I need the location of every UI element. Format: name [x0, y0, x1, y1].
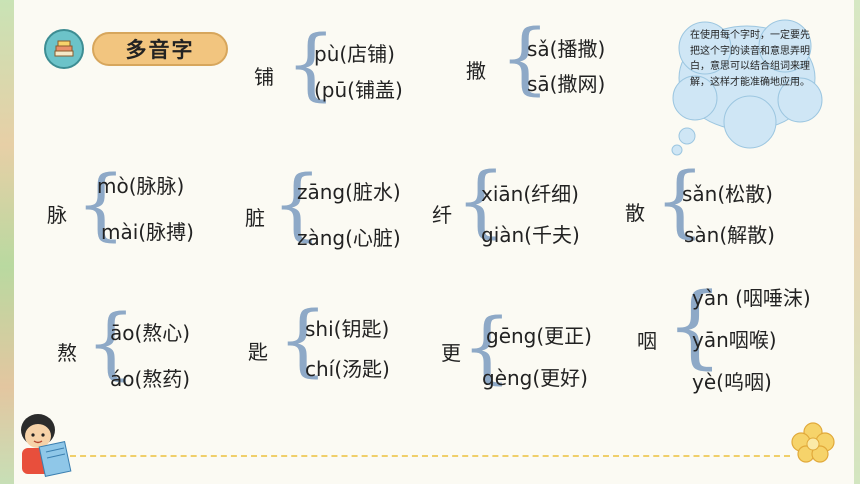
- char-san: 散: [625, 201, 645, 225]
- char-mai: 脉: [47, 203, 67, 227]
- reading: zāng(脏水): [297, 180, 401, 204]
- flower-icon: [791, 422, 835, 463]
- reading: pù(店铺): [314, 42, 395, 66]
- reading: sàn(解散): [684, 223, 775, 247]
- dashed-divider: [70, 455, 790, 457]
- reading: shi(钥匙): [305, 317, 390, 341]
- brace: {: [76, 160, 126, 250]
- right-decor-strip: [854, 0, 860, 484]
- brace: {: [86, 299, 136, 389]
- brace: {: [286, 20, 336, 110]
- reading: mài(脉搏): [101, 220, 194, 244]
- brace: {: [278, 296, 328, 386]
- books-icon: [44, 29, 84, 69]
- brace: {: [500, 14, 550, 104]
- reading: (pū(铺盖): [314, 78, 403, 102]
- reading-child-icon: [21, 414, 72, 477]
- reading: sǎ(播撒): [527, 37, 606, 61]
- thought-cloud: [671, 19, 823, 156]
- char-ao: 熬: [57, 341, 77, 365]
- reading: yè(呜咽): [692, 370, 772, 394]
- left-decor-strip: [0, 0, 14, 484]
- char-yan: 咽: [637, 329, 657, 353]
- reading: sǎn(松散): [682, 182, 773, 206]
- char-xian: 纤: [432, 203, 452, 227]
- brace: {: [272, 160, 322, 250]
- reading: giàn(千夫): [481, 223, 580, 247]
- char-shi: 匙: [248, 340, 268, 364]
- brace: {: [462, 303, 512, 393]
- tip-note: 在使用每个字时，一定要先把这个字的读音和意思弄明白，意思可以结合组词来理解，这样…: [690, 30, 810, 88]
- reading: āo(熬心): [110, 321, 191, 345]
- reading: gēng(更正): [486, 324, 592, 348]
- reading: mò(脉脉): [97, 174, 185, 198]
- char-sa: 撒: [466, 59, 486, 83]
- char-geng: 更: [441, 341, 461, 365]
- char-pu: 铺: [254, 65, 274, 89]
- brace: {: [655, 157, 705, 247]
- reading: gèng(更好): [482, 366, 588, 390]
- page-title: 多音字: [92, 32, 228, 66]
- char-zang: 脏: [245, 206, 265, 230]
- reading: xiān(纤细): [481, 182, 579, 206]
- brace: {: [456, 157, 506, 247]
- brace: {: [666, 274, 724, 379]
- reading: zàng(心脏): [297, 226, 401, 250]
- reading: yān咽喉): [692, 328, 777, 352]
- reading: sā(撒网): [527, 72, 606, 96]
- reading: chí(汤匙): [305, 357, 390, 381]
- reading: áo(熬药): [110, 367, 191, 391]
- reading: yàn (咽唾沫): [692, 286, 811, 310]
